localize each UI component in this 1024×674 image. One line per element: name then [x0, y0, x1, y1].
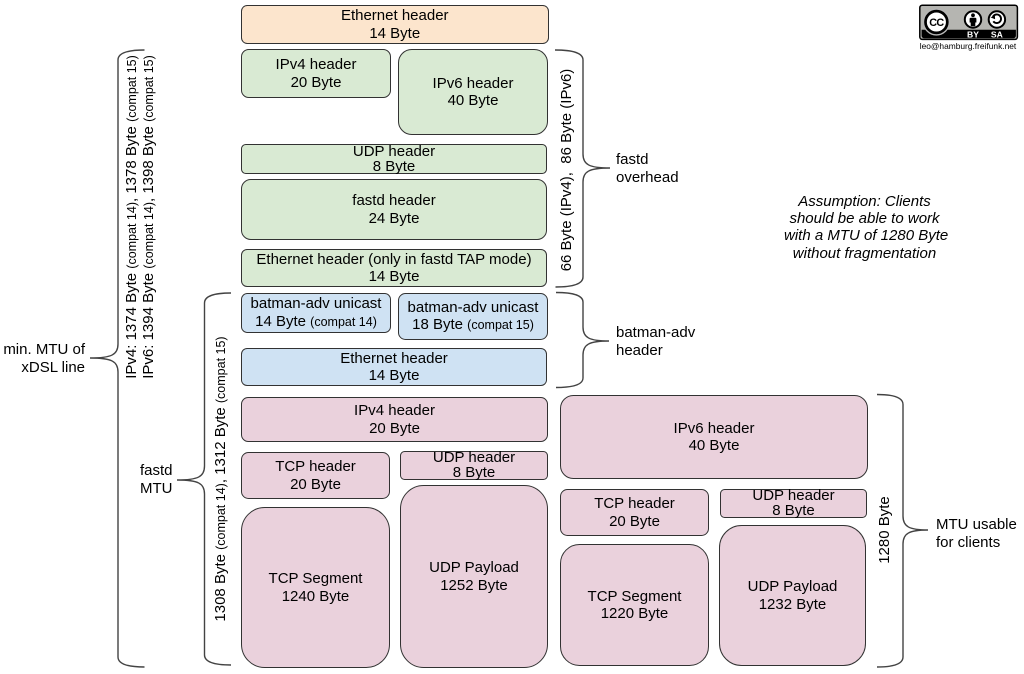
svg-text:BY: BY	[967, 30, 979, 40]
svg-text:SA: SA	[991, 30, 1003, 40]
svg-text:CC: CC	[929, 17, 944, 29]
